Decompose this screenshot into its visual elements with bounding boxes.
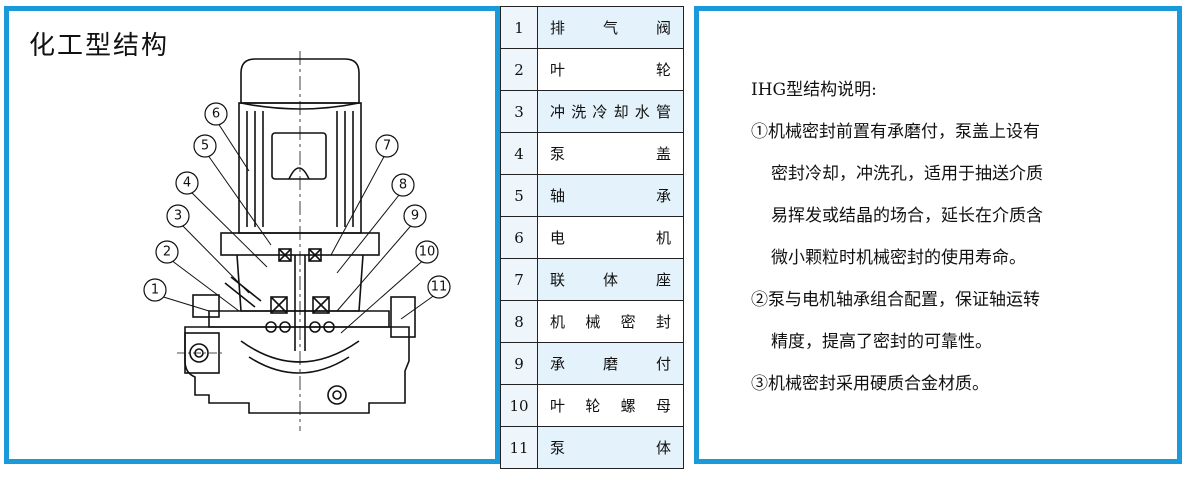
description-line: 密封冷却，冲洗孔，适用于抽送介质 (771, 164, 1043, 184)
svg-text:9: 9 (411, 209, 419, 224)
diagram-title: 化工型结构 (29, 31, 170, 61)
part-name-text: 电机 (550, 229, 671, 247)
part-name: 轴承 (537, 174, 684, 217)
svg-text:1: 1 (151, 283, 159, 298)
part-row: 3 冲洗冷却水管 (500, 90, 684, 133)
part-name: 联体座 (537, 258, 684, 301)
description-line: ③机械密封采用硬质合金材质。 (751, 374, 989, 394)
part-name-text: 泵体 (550, 439, 671, 457)
part-name-text: 叶轮 (550, 61, 671, 79)
description-line: ②泵与电机轴承组合配置，保证轴运转 (751, 290, 1040, 310)
part-name: 承磨付 (537, 342, 684, 385)
part-name: 机械密封 (537, 300, 684, 343)
part-name-text: 机械密封 (550, 313, 671, 331)
description-line: 易挥发或结晶的场合，延长在介质含 (771, 206, 1043, 226)
svg-text:7: 7 (383, 139, 391, 154)
svg-text:10: 10 (419, 245, 436, 260)
description-text: IHG型结构说明: ①机械密封前置有承磨付，泵盖上设有 密封冷却，冲洗孔，适用于… (751, 69, 1151, 405)
part-name-text: 叶轮螺母 (550, 397, 671, 415)
callout-3: 3 (166, 204, 190, 228)
part-row: 9 承磨付 (500, 342, 684, 385)
part-number: 5 (500, 174, 538, 217)
part-number: 2 (500, 48, 538, 91)
callout-7: 7 (375, 134, 399, 158)
part-row: 6 电机 (500, 216, 684, 259)
parts-table: 1 排气阀 2 叶轮 3 冲洗冷却水管 4 泵盖 5 轴承 6 电机 7 联体座 8 机械密封 9 承磨付 10 叶轮… (500, 6, 684, 469)
part-name: 排气阀 (537, 6, 684, 49)
callout-2: 2 (155, 240, 179, 264)
svg-text:5: 5 (201, 139, 209, 154)
callout-9: 9 (403, 204, 427, 228)
callout-1: 1 (143, 278, 167, 302)
part-row: 7 联体座 (500, 258, 684, 301)
description-line: 精度，提高了密封的可靠性。 (771, 332, 992, 352)
part-name: 冲洗冷却水管 (537, 90, 684, 133)
part-row: 5 轴承 (500, 174, 684, 217)
part-row: 4 泵盖 (500, 132, 684, 175)
part-name-text: 冲洗冷却水管 (550, 103, 671, 121)
part-row: 1 排气阀 (500, 6, 684, 49)
part-name-text: 泵盖 (550, 145, 671, 163)
part-row: 11 泵体 (500, 426, 684, 469)
part-name: 电机 (537, 216, 684, 259)
svg-text:8: 8 (399, 178, 407, 193)
callout-10: 10 (415, 240, 439, 264)
svg-text:4: 4 (183, 176, 191, 191)
part-name-text: 排气阀 (550, 19, 671, 37)
part-number: 7 (500, 258, 538, 301)
part-name-text: 轴承 (550, 187, 671, 205)
svg-text:3: 3 (174, 209, 182, 224)
structure-diagram-panel: 化工型结构 (4, 6, 500, 464)
part-name: 泵体 (537, 426, 684, 469)
part-number: 3 (500, 90, 538, 133)
pump-cross-section-drawing: 6 5 4 3 2 1 7 8 9 10 11 (143, 51, 451, 431)
part-number: 6 (500, 216, 538, 259)
callout-5: 5 (193, 134, 217, 158)
part-name-text: 联体座 (550, 271, 671, 289)
part-number: 8 (500, 300, 538, 343)
svg-text:6: 6 (212, 107, 220, 122)
part-number: 4 (500, 132, 538, 175)
part-name: 叶轮螺母 (537, 384, 684, 427)
description-panel: IHG型结构说明: ①机械密封前置有承磨付，泵盖上设有 密封冷却，冲洗孔，适用于… (694, 6, 1182, 464)
description-heading: IHG型结构说明: (751, 80, 877, 100)
callout-4: 4 (175, 171, 199, 195)
part-row: 2 叶轮 (500, 48, 684, 91)
callout-11: 11 (427, 275, 451, 299)
part-number: 11 (500, 426, 538, 469)
part-number: 1 (500, 6, 538, 49)
svg-text:2: 2 (163, 245, 171, 260)
part-number: 9 (500, 342, 538, 385)
description-line: 微小颗粒时机械密封的使用寿命。 (771, 248, 1026, 268)
part-name-text: 承磨付 (550, 355, 671, 373)
part-row: 10 叶轮螺母 (500, 384, 684, 427)
part-row: 8 机械密封 (500, 300, 684, 343)
part-number: 10 (500, 384, 538, 427)
part-name: 叶轮 (537, 48, 684, 91)
callout-6: 6 (204, 102, 228, 126)
svg-text:11: 11 (431, 280, 448, 295)
description-line: ①机械密封前置有承磨付，泵盖上设有 (751, 122, 1040, 142)
callout-8: 8 (391, 173, 415, 197)
part-name: 泵盖 (537, 132, 684, 175)
